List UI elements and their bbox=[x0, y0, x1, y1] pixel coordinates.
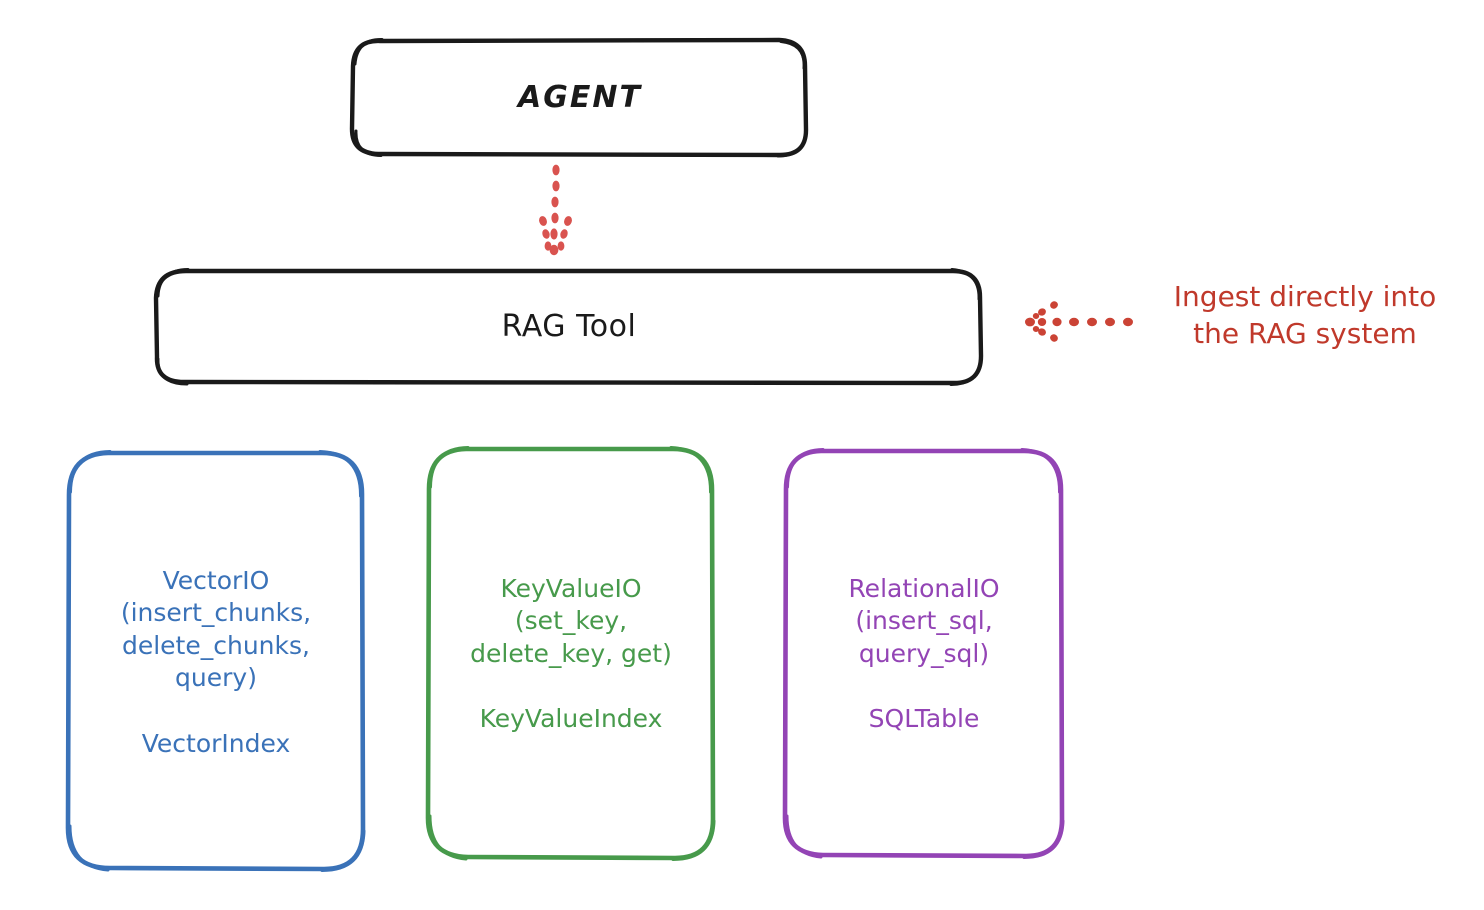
node-agent[interactable]: AGENT bbox=[352, 39, 808, 155]
key-value-io-index: KeyValueIndex bbox=[479, 704, 663, 734]
relational-io-title: RelationalIO (insert_sql, query_sql) bbox=[848, 573, 1000, 668]
node-key-value-io[interactable]: KeyValueIO (set_key, delete_key, get) Ke… bbox=[428, 448, 714, 858]
key-value-io-title: KeyValueIO (set_key, delete_key, get) bbox=[470, 573, 672, 668]
rag-tool-label: RAG Tool bbox=[501, 309, 637, 344]
connector-agent-to-rag-tool bbox=[539, 164, 572, 256]
agent-label: AGENT bbox=[518, 79, 642, 115]
annotation-ingest-text: Ingest directly into the RAG system bbox=[1173, 280, 1437, 350]
vector-io-title: VectorIO (insert_chunks, delete_chunks, … bbox=[120, 565, 312, 693]
connector-ingest-arrow bbox=[1025, 301, 1133, 342]
vector-io-index: VectorIndex bbox=[141, 728, 291, 758]
node-relational-io[interactable]: RelationalIO (insert_sql, query_sql) SQL… bbox=[785, 450, 1063, 856]
relational-io-index: SQLTable bbox=[868, 704, 980, 734]
node-vector-io[interactable]: VectorIO (insert_chunks, delete_chunks, … bbox=[68, 452, 364, 870]
node-rag-tool[interactable]: RAG Tool bbox=[156, 270, 982, 383]
